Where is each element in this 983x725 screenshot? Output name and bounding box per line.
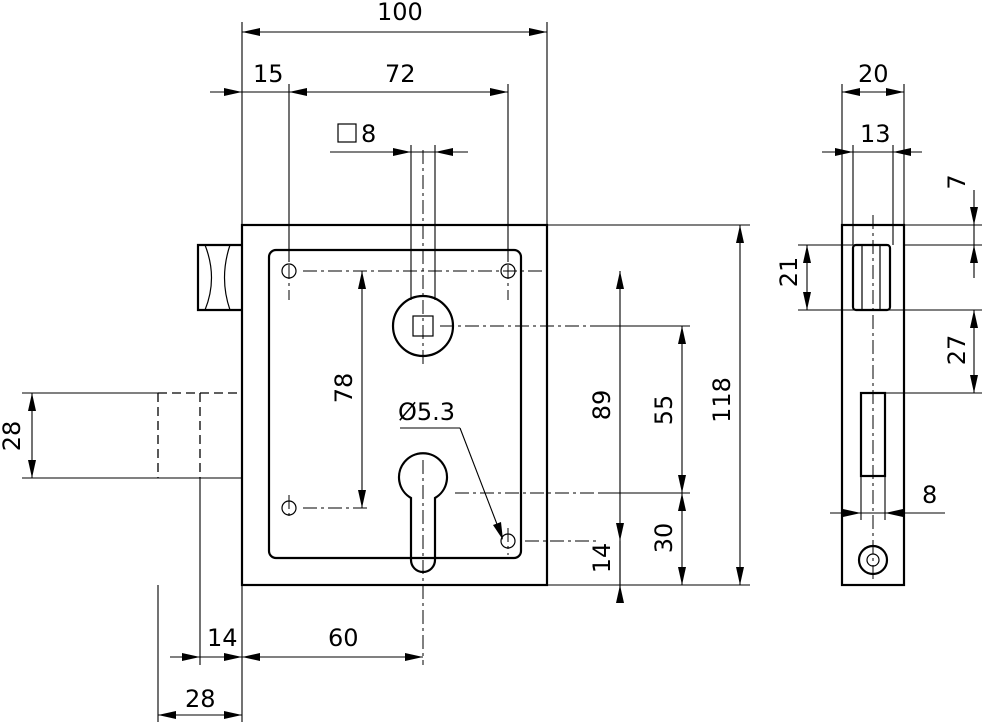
dim-14-bottom: 14	[588, 543, 616, 574]
dim-13: 13	[860, 120, 891, 148]
dim-72: 72	[385, 60, 416, 88]
dimension-labels: 100 15 72 8 78 Ø5.3 89 55 118 14 30 28 1…	[0, 0, 971, 713]
dim-118: 118	[708, 377, 736, 423]
dim-21: 21	[775, 257, 803, 288]
dim-89: 89	[588, 390, 616, 421]
dim-78: 78	[330, 373, 358, 404]
dim-20: 20	[858, 60, 889, 88]
dim-55: 55	[650, 395, 678, 426]
cylinder-cutout	[397, 452, 449, 574]
latch-bolt	[196, 243, 242, 312]
dim-15: 15	[253, 60, 284, 88]
dim-60: 60	[328, 624, 359, 652]
extension-lines	[22, 22, 750, 722]
dim-28-keeper-height: 28	[0, 421, 26, 452]
dim-square-8: 8	[361, 120, 376, 148]
dim-14-offset: 14	[207, 624, 238, 652]
front-view	[157, 150, 600, 665]
keeper-outline	[157, 392, 242, 478]
dim-7: 7	[943, 174, 971, 189]
dim-100: 100	[377, 0, 423, 26]
dim-27: 27	[943, 335, 971, 366]
dim-30: 30	[650, 523, 678, 554]
side-bolt	[851, 243, 892, 312]
square-symbol	[337, 123, 357, 143]
forend-plate	[267, 248, 523, 560]
dim-hole-diameter: Ø5.3	[398, 398, 455, 426]
dim-8-slot: 8	[922, 481, 937, 509]
side-view	[840, 215, 906, 587]
lock-case-outline	[240, 223, 549, 587]
dim-28-keeper-width: 28	[185, 685, 216, 713]
